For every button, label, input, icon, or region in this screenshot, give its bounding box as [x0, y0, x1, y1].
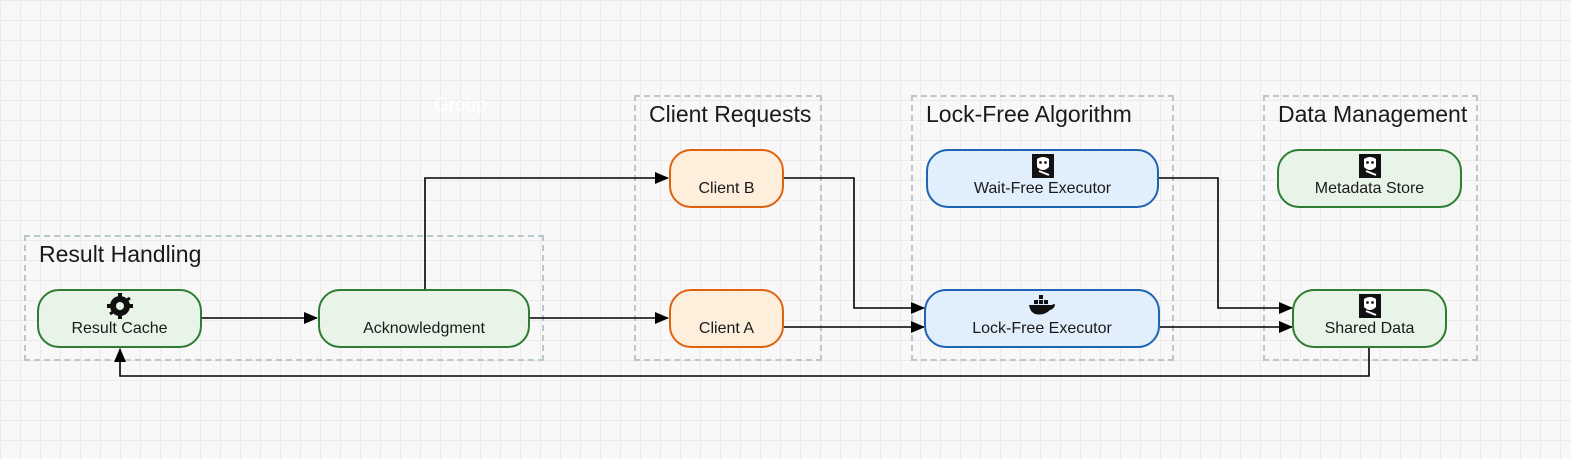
datadog-icon: [1358, 154, 1381, 178]
node-label-result-cache: Result Cache: [71, 320, 168, 337]
datadog-icon: [1031, 154, 1054, 178]
node-label-client-b: Client B: [698, 180, 755, 197]
node-label-lock-free-executor: Lock-Free Executor: [972, 320, 1112, 337]
group-client-requests[interactable]: Client Requests: [634, 95, 822, 361]
group-lock-free-algorithm[interactable]: Lock-Free Algorithm: [911, 95, 1174, 361]
datadog-icon: [1358, 294, 1381, 318]
group-data-management[interactable]: Data Management: [1263, 95, 1478, 361]
group-label-data-management: Data Management: [1278, 101, 1468, 127]
node-label-shared-data: Shared Data: [1324, 320, 1415, 337]
edge-acknowledgment-to-client-b[interactable]: [424, 172, 669, 289]
gear-cache-icon: [106, 293, 133, 319]
node-label-client-a: Client A: [698, 320, 755, 337]
node-label-metadata-store: Metadata Store: [1314, 180, 1425, 197]
group-label-result-handling: Result Handling: [39, 241, 202, 267]
node-lock-free-executor[interactable]: Lock-Free Executor: [924, 289, 1160, 348]
node-result-cache[interactable]: Result Cache: [37, 289, 202, 348]
node-wait-free-executor[interactable]: Wait-Free Executor: [926, 149, 1159, 208]
group-label-client-requests: Client Requests: [649, 101, 812, 127]
edge-wait-free-executor-to-shared-data[interactable]: [1158, 177, 1293, 314]
node-shared-data[interactable]: Shared Data: [1292, 289, 1447, 348]
node-acknowledgment[interactable]: Acknowledgment: [318, 289, 530, 348]
node-metadata-store[interactable]: Metadata Store: [1277, 149, 1462, 208]
edge-client-b-to-lock-free-executor[interactable]: [783, 177, 925, 314]
node-label-wait-free-executor: Wait-Free Executor: [973, 180, 1112, 197]
group-result-handling[interactable]: Result Handling: [24, 235, 544, 361]
docker-icon: [1029, 295, 1055, 315]
node-label-acknowledgment: Acknowledgment: [363, 320, 485, 337]
edge-shared-data-to-result-cache[interactable]: [114, 348, 1370, 377]
ghost-group-label: Group: [434, 95, 487, 116]
group-label-lock-free-algorithm: Lock-Free Algorithm: [926, 101, 1132, 127]
node-client-b[interactable]: Client B: [669, 149, 784, 208]
node-client-a[interactable]: Client A: [669, 289, 784, 348]
